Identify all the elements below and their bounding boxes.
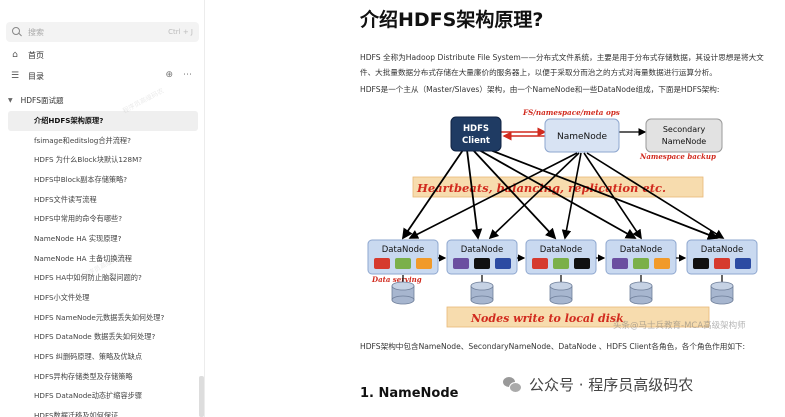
heartbeat-label: Heartbeats, balancing, replication etc.	[416, 181, 666, 195]
toc-item[interactable]: HDFS异构存储类型及存储策略	[34, 371, 133, 381]
datanode-label: DataNode	[540, 245, 582, 255]
toc-list: 介绍HDFS架构原理? fsimage和editslog合并流程? HDFS 为…	[8, 111, 198, 417]
nodes-write-label: Nodes write to local disk	[470, 312, 624, 325]
namenode-datanode-arrows	[408, 152, 725, 240]
datanode-label: DataNode	[620, 245, 662, 255]
toc-item[interactable]: HDFS中Block副本存储策略?	[34, 174, 128, 184]
search-input[interactable]: 搜索 Ctrl + J	[6, 22, 199, 42]
namenode-label: NameNode	[557, 132, 608, 142]
chevron-down-icon: ▼	[8, 97, 13, 104]
client-label-2: Client	[462, 136, 490, 146]
toc-root-label: HDFS面试题	[20, 96, 64, 105]
toc-item[interactable]: HDFS HA中如何防止脑裂问题的?	[34, 273, 142, 283]
client-datanode-arrows	[401, 147, 719, 240]
toc-item[interactable]: NameNode HA 主备切换流程	[34, 253, 132, 263]
section-heading: 1. NameNode	[360, 386, 459, 401]
fs-ops-label: FS/namespace/meta ops	[522, 108, 620, 117]
namespace-backup-label: Namespace backup	[639, 152, 716, 161]
toc-item[interactable]: HDFS中常用的命令有哪些?	[34, 214, 123, 224]
secondary-label-1: Secondary	[663, 125, 706, 134]
intro-paragraph: HDFS 全称为Hadoop Distribute File System——分…	[360, 53, 764, 77]
toc-tools: ⊕ ⋯	[165, 70, 192, 80]
diagram-watermark: 头条@马士兵教育-MCA高级架构师	[613, 320, 746, 331]
datanode-label: DataNode	[701, 245, 743, 255]
data-serving-label: Data serving	[371, 275, 422, 284]
hdfs-architecture-diagram: Heartbeats, balancing, replication etc. …	[205, 108, 770, 340]
sidebar: 搜索 Ctrl + J ⌂ 首页 ☰ 目录 ⊕ ⋯ ▼ HDFS面试题 介绍HD…	[0, 0, 205, 417]
datanode: DataNode	[605, 239, 677, 275]
wechat-text: 公众号 · 程序员高级码农	[529, 376, 694, 394]
toc-item[interactable]: HDFS DataNode动态扩缩容步骤	[34, 391, 143, 401]
search-shortcut: Ctrl + J	[168, 28, 193, 36]
toc-item[interactable]: HDFS小文件处理	[34, 293, 90, 303]
article: 介绍HDFS架构原理? HDFS 全称为Hadoop Distribute Fi…	[205, 0, 785, 417]
toc-root[interactable]: ▼ HDFS面试题	[8, 95, 63, 106]
search-placeholder: 搜索	[28, 27, 44, 37]
sidebar-scrollbar[interactable]	[199, 376, 204, 417]
namenode-box	[544, 118, 620, 153]
toc-item[interactable]: NameNode HA 实现原理?	[34, 233, 122, 243]
sidebar-item-toc[interactable]: ☰ 目录	[10, 68, 44, 84]
page-title: 介绍HDFS架构原理?	[360, 9, 544, 31]
target-icon[interactable]: ⊕	[165, 70, 173, 80]
disk-icons	[391, 275, 734, 305]
toc-item[interactable]: 介绍HDFS架构原理?	[8, 111, 198, 131]
secondary-namenode-box	[645, 118, 723, 153]
datanode: DataNode	[525, 239, 597, 275]
wechat-watermark: 公众号 · 程序员高级码农	[503, 374, 693, 395]
toc-label: 目录	[28, 71, 44, 81]
secondary-label-2: NameNode	[662, 137, 707, 146]
list-icon: ☰	[10, 71, 20, 81]
datanode: DataNode	[367, 239, 439, 275]
toc-item[interactable]: fsimage和editslog合并流程?	[34, 135, 131, 145]
sidebar-item-home[interactable]: ⌂ 首页	[10, 47, 44, 63]
datanode: DataNode	[686, 239, 758, 275]
client-label-1: HDFS	[463, 124, 489, 134]
toc-item[interactable]: HDFS数据迁移及如何保证...	[34, 411, 126, 417]
datanode-label: DataNode	[461, 245, 503, 255]
datanode-label: DataNode	[382, 245, 424, 255]
search-icon	[12, 27, 22, 37]
nodes-write-banner	[446, 306, 710, 328]
toc-item[interactable]: HDFS DataNode 数据丢失如何处理?	[34, 332, 156, 342]
wechat-icon	[503, 377, 522, 393]
home-label: 首页	[28, 50, 44, 60]
toc-item[interactable]: HDFS NameNode元数据丢失如何处理?	[34, 312, 165, 322]
toc-item[interactable]: HDFS 纠删码原理、策略及优缺点	[34, 352, 143, 362]
toc-item[interactable]: HDFS 为什么Block块默认128M?	[34, 155, 143, 165]
roles-paragraph: HDFS架构中包含NameNode、SecondaryNameNode、Data…	[360, 342, 746, 351]
more-icon[interactable]: ⋯	[183, 70, 192, 80]
datanode: DataNode	[446, 239, 518, 275]
hdfs-client-box	[450, 116, 502, 152]
home-icon: ⌂	[12, 50, 18, 60]
architecture-paragraph: HDFS是一个主从（Master/Slaves）架构，由一个NameNode和一…	[360, 85, 720, 94]
toc-item[interactable]: HDFS文件读写流程	[34, 194, 97, 204]
